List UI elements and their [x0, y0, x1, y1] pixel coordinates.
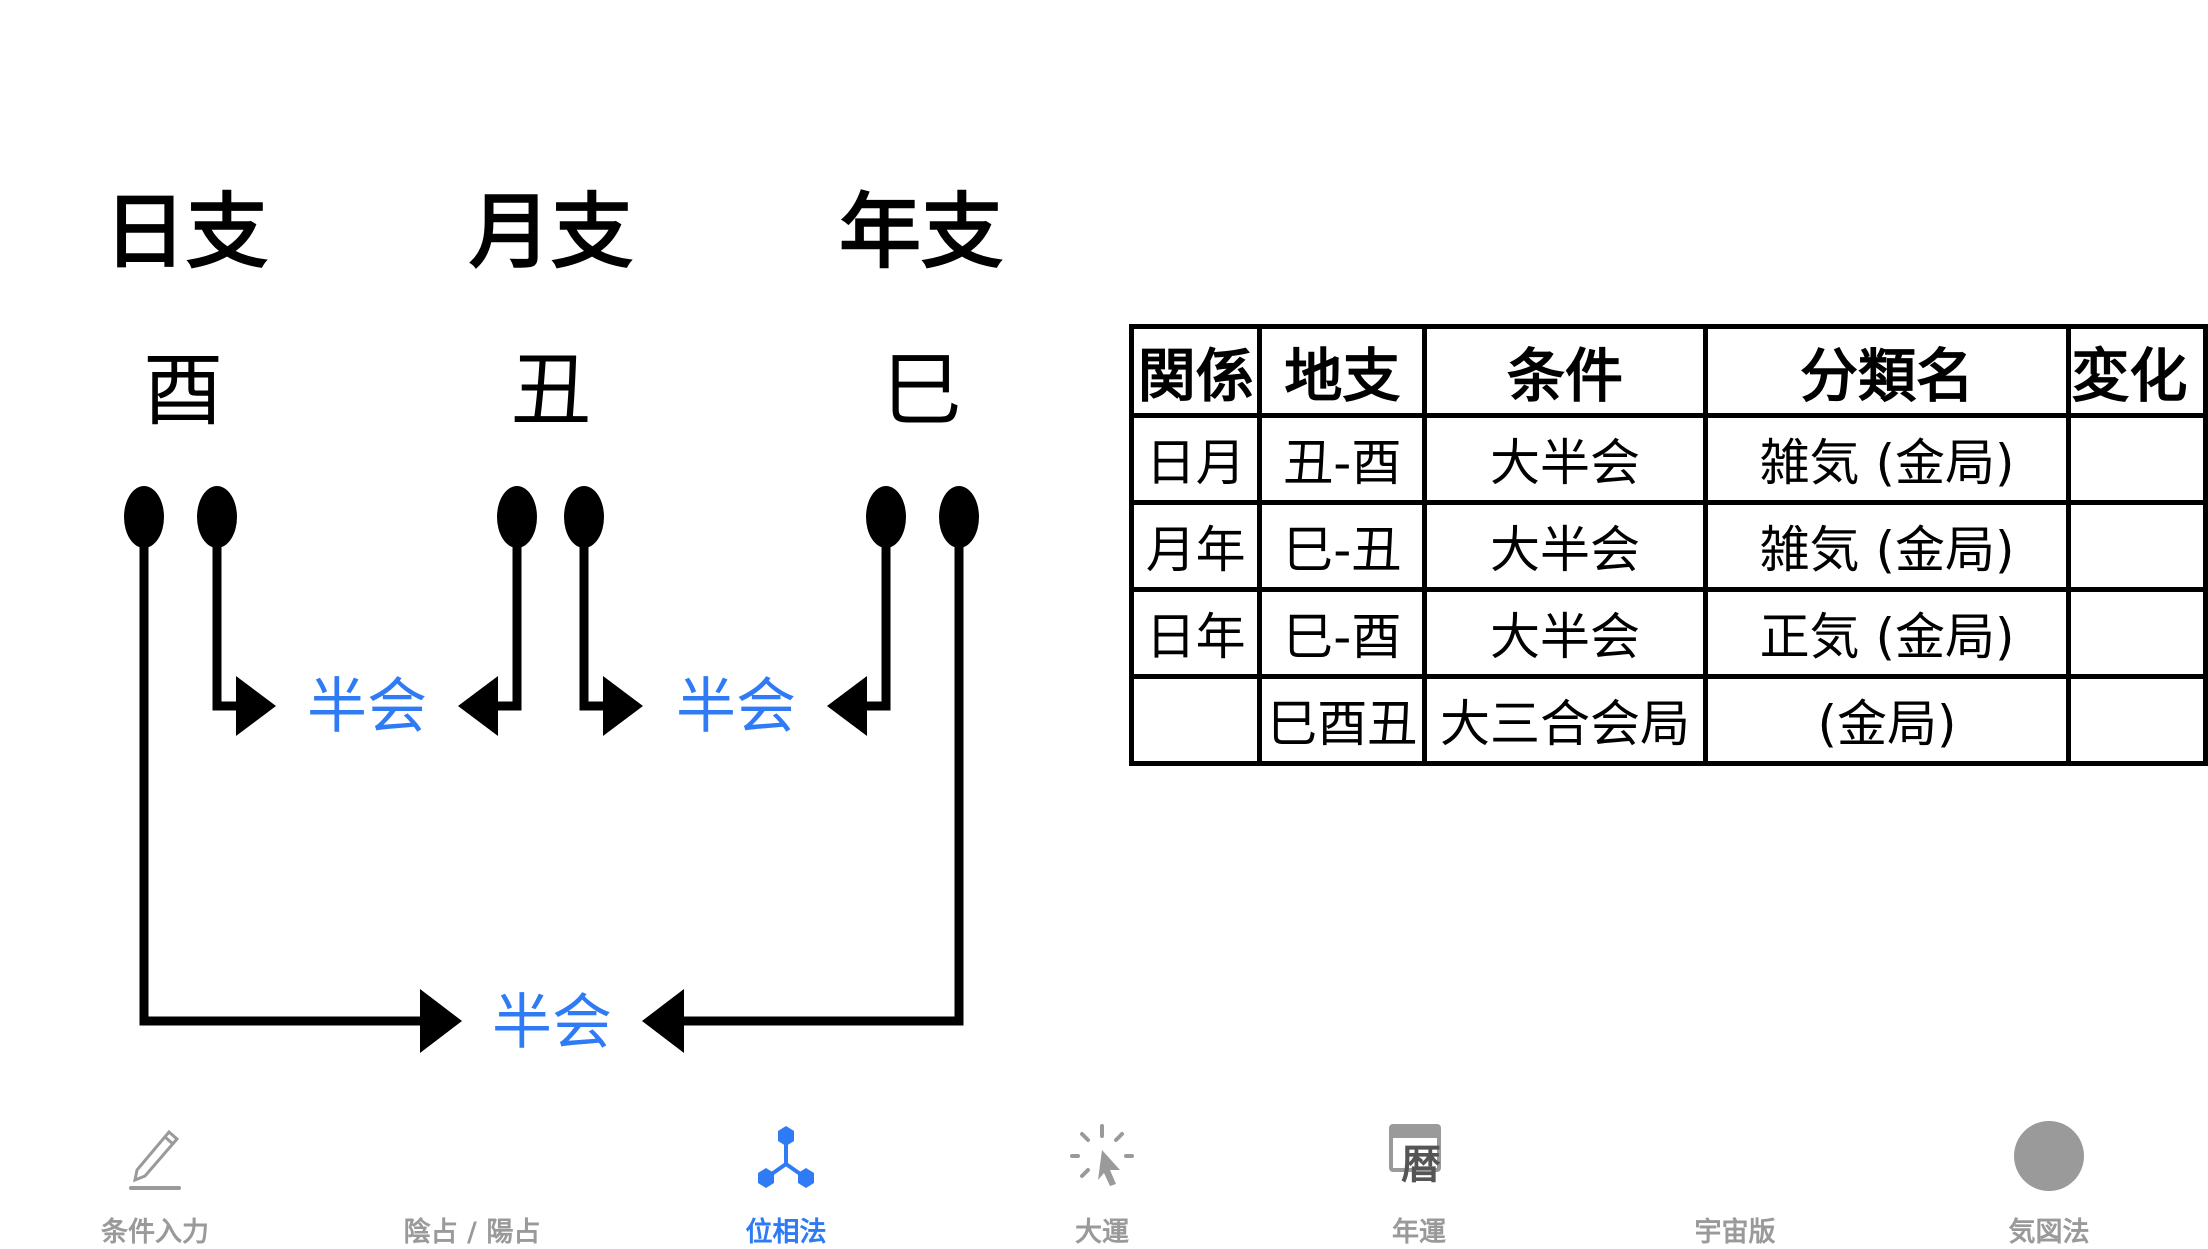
col-header: 分類名: [1702, 324, 2072, 418]
arrow-line: [863, 517, 891, 711]
arrowheads: [236, 676, 867, 1053]
col-header: 条件: [1422, 324, 1708, 418]
circle-icon: [2014, 1121, 2084, 1191]
branch-year: 巳: [882, 344, 962, 437]
tab-kizuho[interactable]: 気図法: [1949, 1110, 2149, 1248]
header-day: 日支: [104, 185, 268, 280]
arrow-line: [494, 517, 522, 711]
click-icon: [1070, 1124, 1134, 1186]
arrow-lines: [139, 517, 964, 1026]
arrow-left-icon: [642, 989, 684, 1053]
svg-text:暦: 暦: [1401, 1142, 1441, 1188]
tab-label: 位相法: [745, 1217, 827, 1248]
tab-inyo[interactable]: 陰占 / 陽占: [372, 1110, 572, 1248]
topology-icon: [758, 1126, 814, 1188]
label-day-month: 半会: [307, 672, 427, 742]
cell: [2066, 413, 2208, 505]
header-month: 月支: [469, 185, 633, 280]
cell: 月年: [1128, 500, 1263, 592]
arrow-line: [212, 517, 240, 711]
cell: (金局): [1702, 674, 2072, 766]
cell: 巳-酉: [1257, 587, 1428, 679]
tab-label: 条件入力: [101, 1217, 209, 1248]
tab-uchuban[interactable]: 宇宙版: [1635, 1110, 1835, 1248]
arrow-left-icon: [827, 676, 867, 736]
relation-table: 関係 地支 条件 分類名 変化 日月 丑-酉 大半会 雑気 (金局) 月年 巳-…: [1128, 324, 2208, 766]
arrow-line: [680, 517, 964, 1026]
cell: 雑気 (金局): [1702, 500, 2072, 592]
col-header: 関係: [1128, 324, 1263, 418]
tab-label: 陰占 / 陽占: [403, 1217, 541, 1248]
col-header: 地支: [1257, 324, 1428, 418]
table-row: 日年 巳-酉 大半会 正気 (金局): [1128, 587, 2208, 679]
arrow-line: [139, 517, 425, 1026]
cell: 雑気 (金局): [1702, 413, 2072, 505]
cell: 大三合会局: [1422, 674, 1708, 766]
cell: 日月: [1128, 413, 1263, 505]
tab-conditions[interactable]: 条件入力: [55, 1110, 255, 1248]
cell: 大半会: [1422, 413, 1708, 505]
tab-label: 年運: [1392, 1217, 1446, 1248]
connector-dots: [124, 486, 979, 548]
tab-label: 気図法: [2008, 1217, 2090, 1248]
tab-nenun[interactable]: 暦 年運: [1319, 1110, 1519, 1248]
tab-taiun[interactable]: 大運: [1002, 1110, 1202, 1248]
arrow-left-icon: [458, 676, 498, 736]
cell: 正気 (金局): [1702, 587, 2072, 679]
tab-bar: 条件入力 陰占 / 陽占 位相法 大運 暦 年運 宇宙版 気図法: [0, 1110, 2208, 1248]
cell: [2066, 674, 2208, 766]
branch-month: 丑: [511, 344, 591, 437]
arrow-line: [579, 517, 607, 711]
branch-day: 酉: [143, 344, 223, 437]
header-year: 年支: [839, 185, 1003, 280]
cell: [2066, 500, 2208, 592]
table-row: 巳酉丑 大三合会局 (金局): [1128, 674, 2208, 766]
tab-isoho[interactable]: 位相法: [686, 1110, 886, 1248]
cell: 日年: [1128, 587, 1263, 679]
pencil-icon: [129, 1129, 181, 1190]
label-day-year: 半会: [492, 988, 612, 1058]
cell: [1128, 674, 1263, 766]
cell: 大半会: [1422, 500, 1708, 592]
arrow-right-icon: [603, 676, 643, 736]
calendar-icon: 暦: [1389, 1124, 1441, 1188]
col-header: 変化: [2066, 324, 2208, 418]
table-header-row: 関係 地支 条件 分類名 変化: [1128, 324, 2208, 418]
cell: [2066, 587, 2208, 679]
cell: 巳-丑: [1257, 500, 1428, 592]
cell: 巳酉丑: [1257, 674, 1428, 766]
label-month-year: 半会: [676, 672, 796, 742]
phase-diagram: 日支 月支 年支 酉 丑 巳 半会 半会 半会: [104, 185, 1003, 1058]
tab-label: 宇宙版: [1694, 1217, 1776, 1248]
arrow-right-icon: [420, 989, 462, 1053]
tab-label: 大運: [1075, 1217, 1129, 1248]
cell: 大半会: [1422, 587, 1708, 679]
table-row: 日月 丑-酉 大半会 雑気 (金局): [1128, 413, 2208, 505]
table-row: 月年 巳-丑 大半会 雑気 (金局): [1128, 500, 2208, 592]
arrow-right-icon: [236, 676, 276, 736]
cell: 丑-酉: [1257, 413, 1428, 505]
